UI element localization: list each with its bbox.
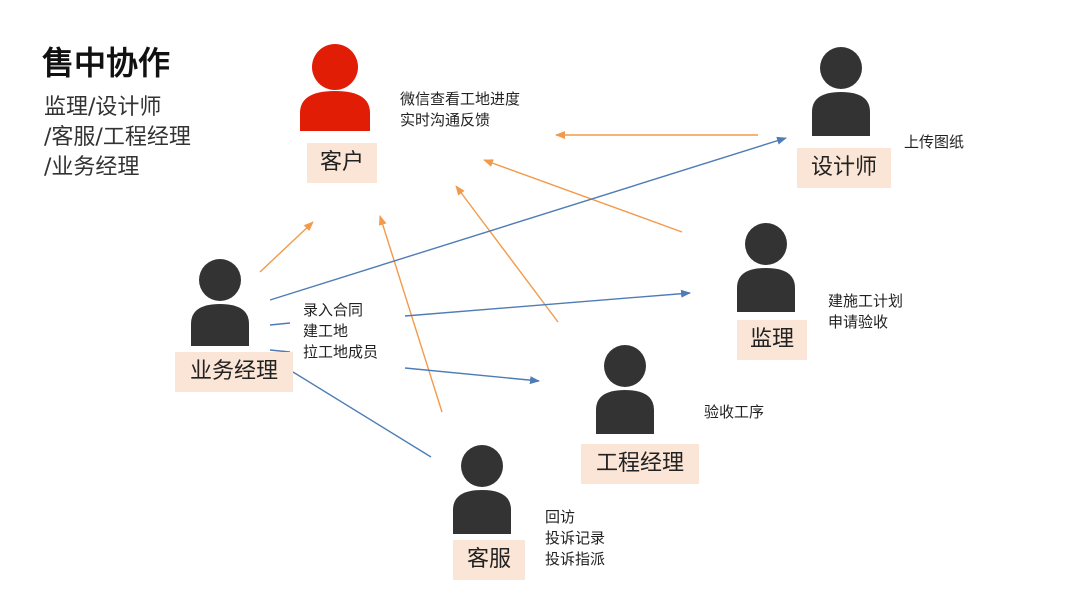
- note-line: 回访: [545, 508, 576, 526]
- project-manager-label: 工程经理: [581, 444, 699, 484]
- note-line: 验收工序: [704, 403, 765, 421]
- supervisor-notes: 建施工计划 申请验收: [828, 291, 903, 333]
- note-line: 实时沟通反馈: [400, 111, 491, 129]
- subtitle-line: /业务经理: [44, 155, 140, 180]
- edge-sales-stub-1: [269, 322, 291, 326]
- edge-service-to-customer: [378, 215, 443, 413]
- edge-sales-to-customer: [259, 221, 314, 273]
- customer-service-person-icon: [453, 445, 511, 534]
- customer-service-notes: 回访 投诉记录 投诉指派: [545, 507, 605, 570]
- note-line: 上传图纸: [904, 133, 965, 151]
- supervisor-person-icon: [737, 223, 795, 312]
- note-line: 建工地: [303, 322, 349, 340]
- supervisor-label: 监理: [737, 320, 807, 360]
- sales-manager-label: 业务经理: [175, 352, 293, 392]
- project-manager-notes: 验收工序: [704, 402, 764, 423]
- sales-manager-person-icon: [191, 259, 249, 346]
- page-subtitle: 监理/设计师 /客服/工程经理 /业务经理: [44, 93, 191, 183]
- edge-supervisor-to-customer: [483, 159, 683, 233]
- note-line: 申请验收: [828, 313, 889, 331]
- note-line: 投诉指派: [545, 550, 606, 568]
- subtitle-line: 监理/设计师: [44, 95, 162, 120]
- note-line: 微信查看工地进度: [400, 90, 521, 108]
- sales-manager-notes: 录入合同 建工地 拉工地成员: [303, 300, 378, 363]
- edge-project-to-customer: [455, 185, 559, 323]
- note-line: 录入合同: [303, 301, 364, 319]
- edge-sales-stub-2: [269, 349, 291, 353]
- designer-label: 设计师: [797, 148, 891, 188]
- note-line: 建施工计划: [828, 292, 904, 310]
- note-line: 投诉记录: [545, 529, 606, 547]
- customer-person-icon: [300, 44, 370, 131]
- edge-sales-to-service: [292, 371, 432, 458]
- customer-notes: 微信查看工地进度 实时沟通反馈: [400, 89, 520, 131]
- page-title: 售中协作: [42, 44, 171, 82]
- edge-sales-to-supervisor: [404, 289, 691, 317]
- subtitle-line: /客服/工程经理: [44, 125, 191, 150]
- designer-person-icon: [812, 47, 870, 136]
- edge-sales-to-designer: [269, 136, 787, 301]
- designer-notes: 上传图纸: [904, 132, 964, 153]
- note-line: 拉工地成员: [303, 343, 379, 361]
- customer-label: 客户: [307, 143, 377, 183]
- customer-service-label: 客服: [453, 540, 525, 580]
- edge-sales-to-project: [404, 367, 540, 385]
- project-manager-person-icon: [596, 345, 654, 434]
